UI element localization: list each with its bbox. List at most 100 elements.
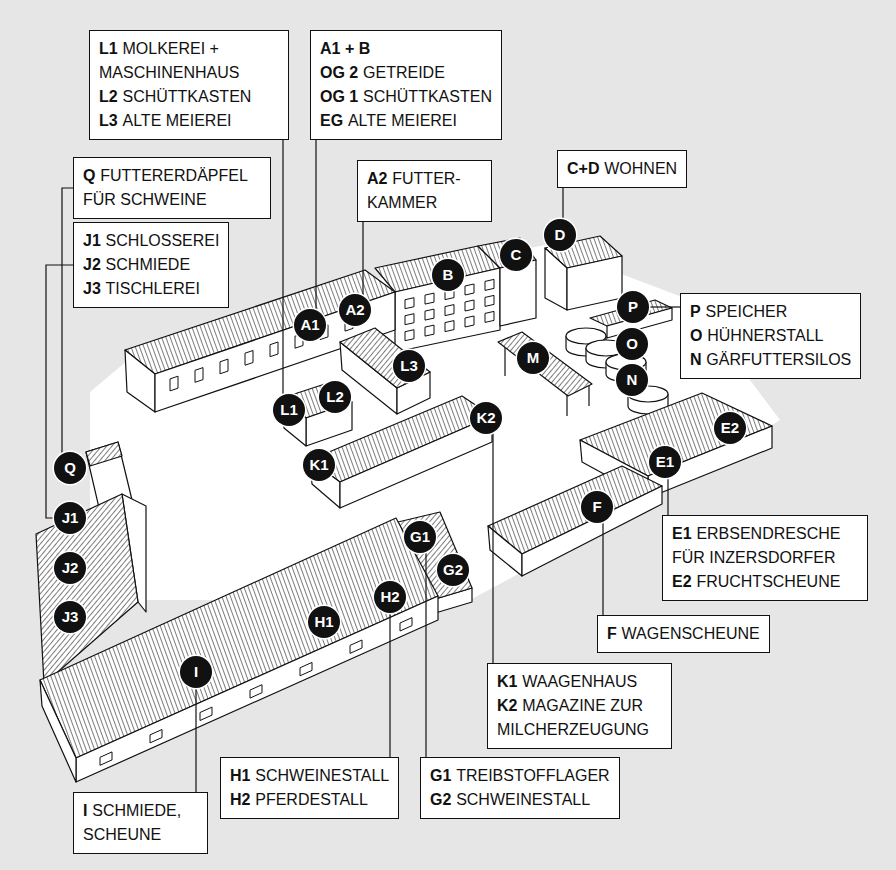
- callout-circle: J2: [54, 552, 86, 584]
- building-code: E1: [672, 525, 692, 542]
- callout-circle: E1: [649, 446, 681, 478]
- leader-line: [602, 522, 603, 615]
- window: [250, 685, 262, 698]
- callout-number: Q: [64, 459, 76, 476]
- building-use: FUTTERERDÄPFEL FÜR SCHWEINE: [83, 167, 247, 208]
- label-row: E1ERBSENDRESCHE FÜR INZERSDORFER: [672, 522, 858, 570]
- building-code: A1 + B: [320, 40, 370, 57]
- callout-number: L2: [326, 388, 344, 405]
- callout-circle: B: [432, 259, 464, 291]
- window: [445, 305, 454, 316]
- leader-line: [389, 613, 390, 757]
- leader-line: [62, 188, 73, 454]
- building-code: L3: [99, 112, 118, 129]
- leader-line: [667, 478, 668, 515]
- building-code: L2: [99, 88, 118, 105]
- label-row: OG 1SCHÜTTKASTEN: [320, 85, 492, 109]
- building: [545, 248, 567, 310]
- label-box: L1MOLKEREI + MASCHINENHAUSL2SCHÜTTKASTEN…: [89, 30, 289, 140]
- label-row: G2 SCHWEINESTALL: [430, 788, 610, 812]
- callout-circle: D: [544, 219, 576, 251]
- building-code: N: [690, 351, 702, 368]
- callout-number: A1: [300, 316, 319, 333]
- building-use: TISCHLEREI: [106, 280, 200, 297]
- window: [350, 640, 362, 653]
- building: [522, 486, 662, 576]
- label-box: G1TREIBSTOFFLAGER G2 SCHWEINESTALL: [420, 757, 620, 819]
- label-row: EGALTE MEIEREI: [320, 109, 492, 133]
- window: [100, 618, 412, 766]
- building: [567, 256, 622, 310]
- label-box: K1WAAGENHAUSK2MAGAZINE ZUR MILCHERZEUGUN…: [487, 663, 672, 749]
- label-box: C+DWOHNEN: [557, 150, 687, 188]
- callout-circle: E2: [714, 412, 746, 444]
- callout-number: E2: [721, 419, 739, 436]
- building-code: L1: [99, 40, 118, 57]
- callout-number: L1: [280, 401, 298, 418]
- label-row: QFUTTERERDÄPFEL FÜR SCHWEINE: [83, 164, 261, 212]
- building-use: PFERDESTALL: [255, 791, 368, 808]
- label-row: K2MAGAZINE ZUR MILCHERZEUGUNG: [497, 694, 662, 742]
- leader-line: [282, 140, 283, 395]
- callout-number: K1: [309, 456, 328, 473]
- window: [485, 311, 494, 322]
- building-use: SCHMIEDE, SCHEUNE: [83, 802, 181, 843]
- callout-circle: L2: [319, 381, 351, 413]
- label-box: ISCHMIEDE, SCHEUNE: [73, 792, 208, 854]
- building-use: SPEICHER: [705, 303, 787, 320]
- label-row: K1WAAGENHAUS: [497, 670, 662, 694]
- building-code: F: [607, 625, 617, 642]
- label-row: ISCHMIEDE, SCHEUNE: [83, 799, 198, 847]
- building: [125, 350, 155, 412]
- label-box: A2FUTTER- KAMMER: [357, 160, 492, 222]
- callout-number: P: [628, 298, 638, 315]
- building-use: SCHWEINESTALL: [456, 791, 590, 808]
- label-row: OHÜHNERSTALL: [690, 324, 851, 348]
- window: [485, 295, 494, 306]
- callout-circle: K1: [303, 449, 335, 481]
- callout-number: H2: [380, 588, 399, 605]
- callout-circle: C: [500, 239, 532, 271]
- building-use: ERBSENDRESCHE FÜR INZERSDORFER: [672, 525, 840, 566]
- window: [170, 376, 178, 391]
- building: [588, 385, 589, 406]
- label-box: H1SCHWEINESTALLH2PFERDESTALL: [220, 757, 399, 819]
- label-row: A2FUTTER- KAMMER: [367, 167, 482, 215]
- label-box: A1 + BOG 2GETREIDEOG 1SCHÜTTKASTENEGALTE…: [310, 30, 502, 140]
- window: [445, 321, 454, 332]
- window: [220, 359, 228, 374]
- label-row: J2SCHMIEDE: [83, 253, 219, 277]
- building-code: C+D: [567, 160, 599, 177]
- callout-number: J3: [62, 608, 79, 625]
- window: [300, 662, 312, 675]
- callout-circle: H2: [374, 581, 406, 613]
- building-code: E2: [672, 573, 692, 590]
- building-code: G2: [430, 791, 451, 808]
- callout-circle: N: [616, 364, 648, 396]
- window: [400, 618, 412, 631]
- window: [425, 325, 434, 336]
- leader-line: [562, 188, 563, 219]
- label-row: J3 TISCHLEREI: [83, 277, 219, 301]
- building-code: J1: [83, 232, 101, 249]
- callout-circle: L1: [273, 394, 305, 426]
- callout-number: F: [592, 498, 601, 515]
- building-code: Q: [83, 167, 95, 184]
- building-code: I: [83, 802, 87, 819]
- window: [425, 309, 434, 320]
- window: [425, 293, 434, 304]
- building-code: K2: [497, 697, 517, 714]
- window: [150, 730, 162, 743]
- leader-line: [315, 140, 316, 310]
- building-use: WAGENSCHEUNE: [622, 625, 760, 642]
- building-code: J3: [83, 280, 101, 297]
- label-row: G1TREIBSTOFFLAGER: [430, 764, 610, 788]
- callout-circle: J3: [54, 601, 86, 633]
- callout-circle: A2: [339, 294, 371, 326]
- label-row: H2PFERDESTALL: [230, 788, 389, 812]
- callout-circle: A1: [294, 309, 326, 341]
- building: [648, 426, 772, 498]
- label-row: L1MOLKEREI + MASCHINENHAUS: [99, 37, 279, 85]
- callout-circle: M: [517, 342, 549, 374]
